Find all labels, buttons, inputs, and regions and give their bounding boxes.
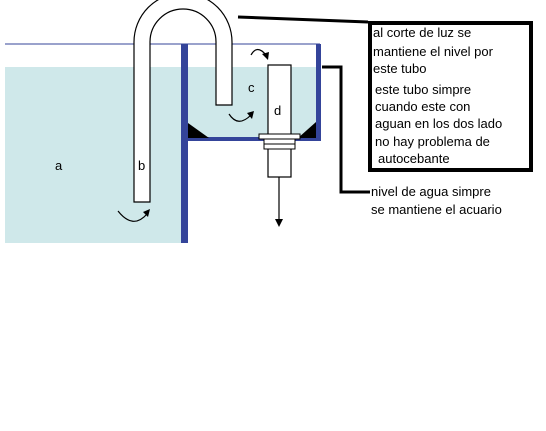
bulkhead-flange — [258, 133, 301, 140]
drain-tube — [267, 64, 292, 178]
note-leader-line — [237, 15, 369, 24]
note-box — [368, 21, 533, 172]
left-corner-fillet — [188, 123, 209, 138]
note-line-7: no hay problema de — [375, 134, 490, 149]
level-note-line-1: nivel de agua simpre — [371, 184, 491, 199]
label-a: a — [55, 158, 63, 173]
note-line-1: al corte de luz se — [373, 25, 472, 40]
note-line-8: autocebante — [378, 151, 450, 166]
overflow-box-bottom — [188, 137, 321, 141]
label-c: c — [248, 80, 255, 95]
right-corner-fillet — [298, 122, 316, 138]
aquarium-wall — [181, 44, 188, 243]
flow-arrow-aquarium-head-icon — [143, 209, 150, 217]
note-line-3: este tubo — [373, 61, 427, 76]
u-siphon-tube — [133, 0, 233, 203]
flow-arrow-box — [228, 113, 252, 122]
flow-arrow-aquarium — [117, 210, 148, 222]
note-line-2: mantiene el nivel por — [373, 44, 493, 59]
flow-arrow-top-head-icon — [262, 52, 269, 60]
flow-arrow-box-head-icon — [247, 111, 254, 119]
label-b: b — [138, 158, 145, 173]
aquarium-water — [5, 67, 182, 243]
note-line-5: cuando este con — [375, 99, 471, 114]
level-leader-line — [322, 65, 370, 194]
note-line-6: aguan en los dos lado — [375, 116, 503, 131]
drain-arrow-head-icon — [275, 219, 283, 227]
note-line-4: este tubo simpre — [375, 82, 472, 97]
overflow-box-right-wall — [316, 44, 321, 141]
level-note-line-2: se mantiene el acuario — [371, 202, 502, 217]
label-d: d — [274, 103, 281, 118]
overflow-box-water — [186, 67, 317, 139]
